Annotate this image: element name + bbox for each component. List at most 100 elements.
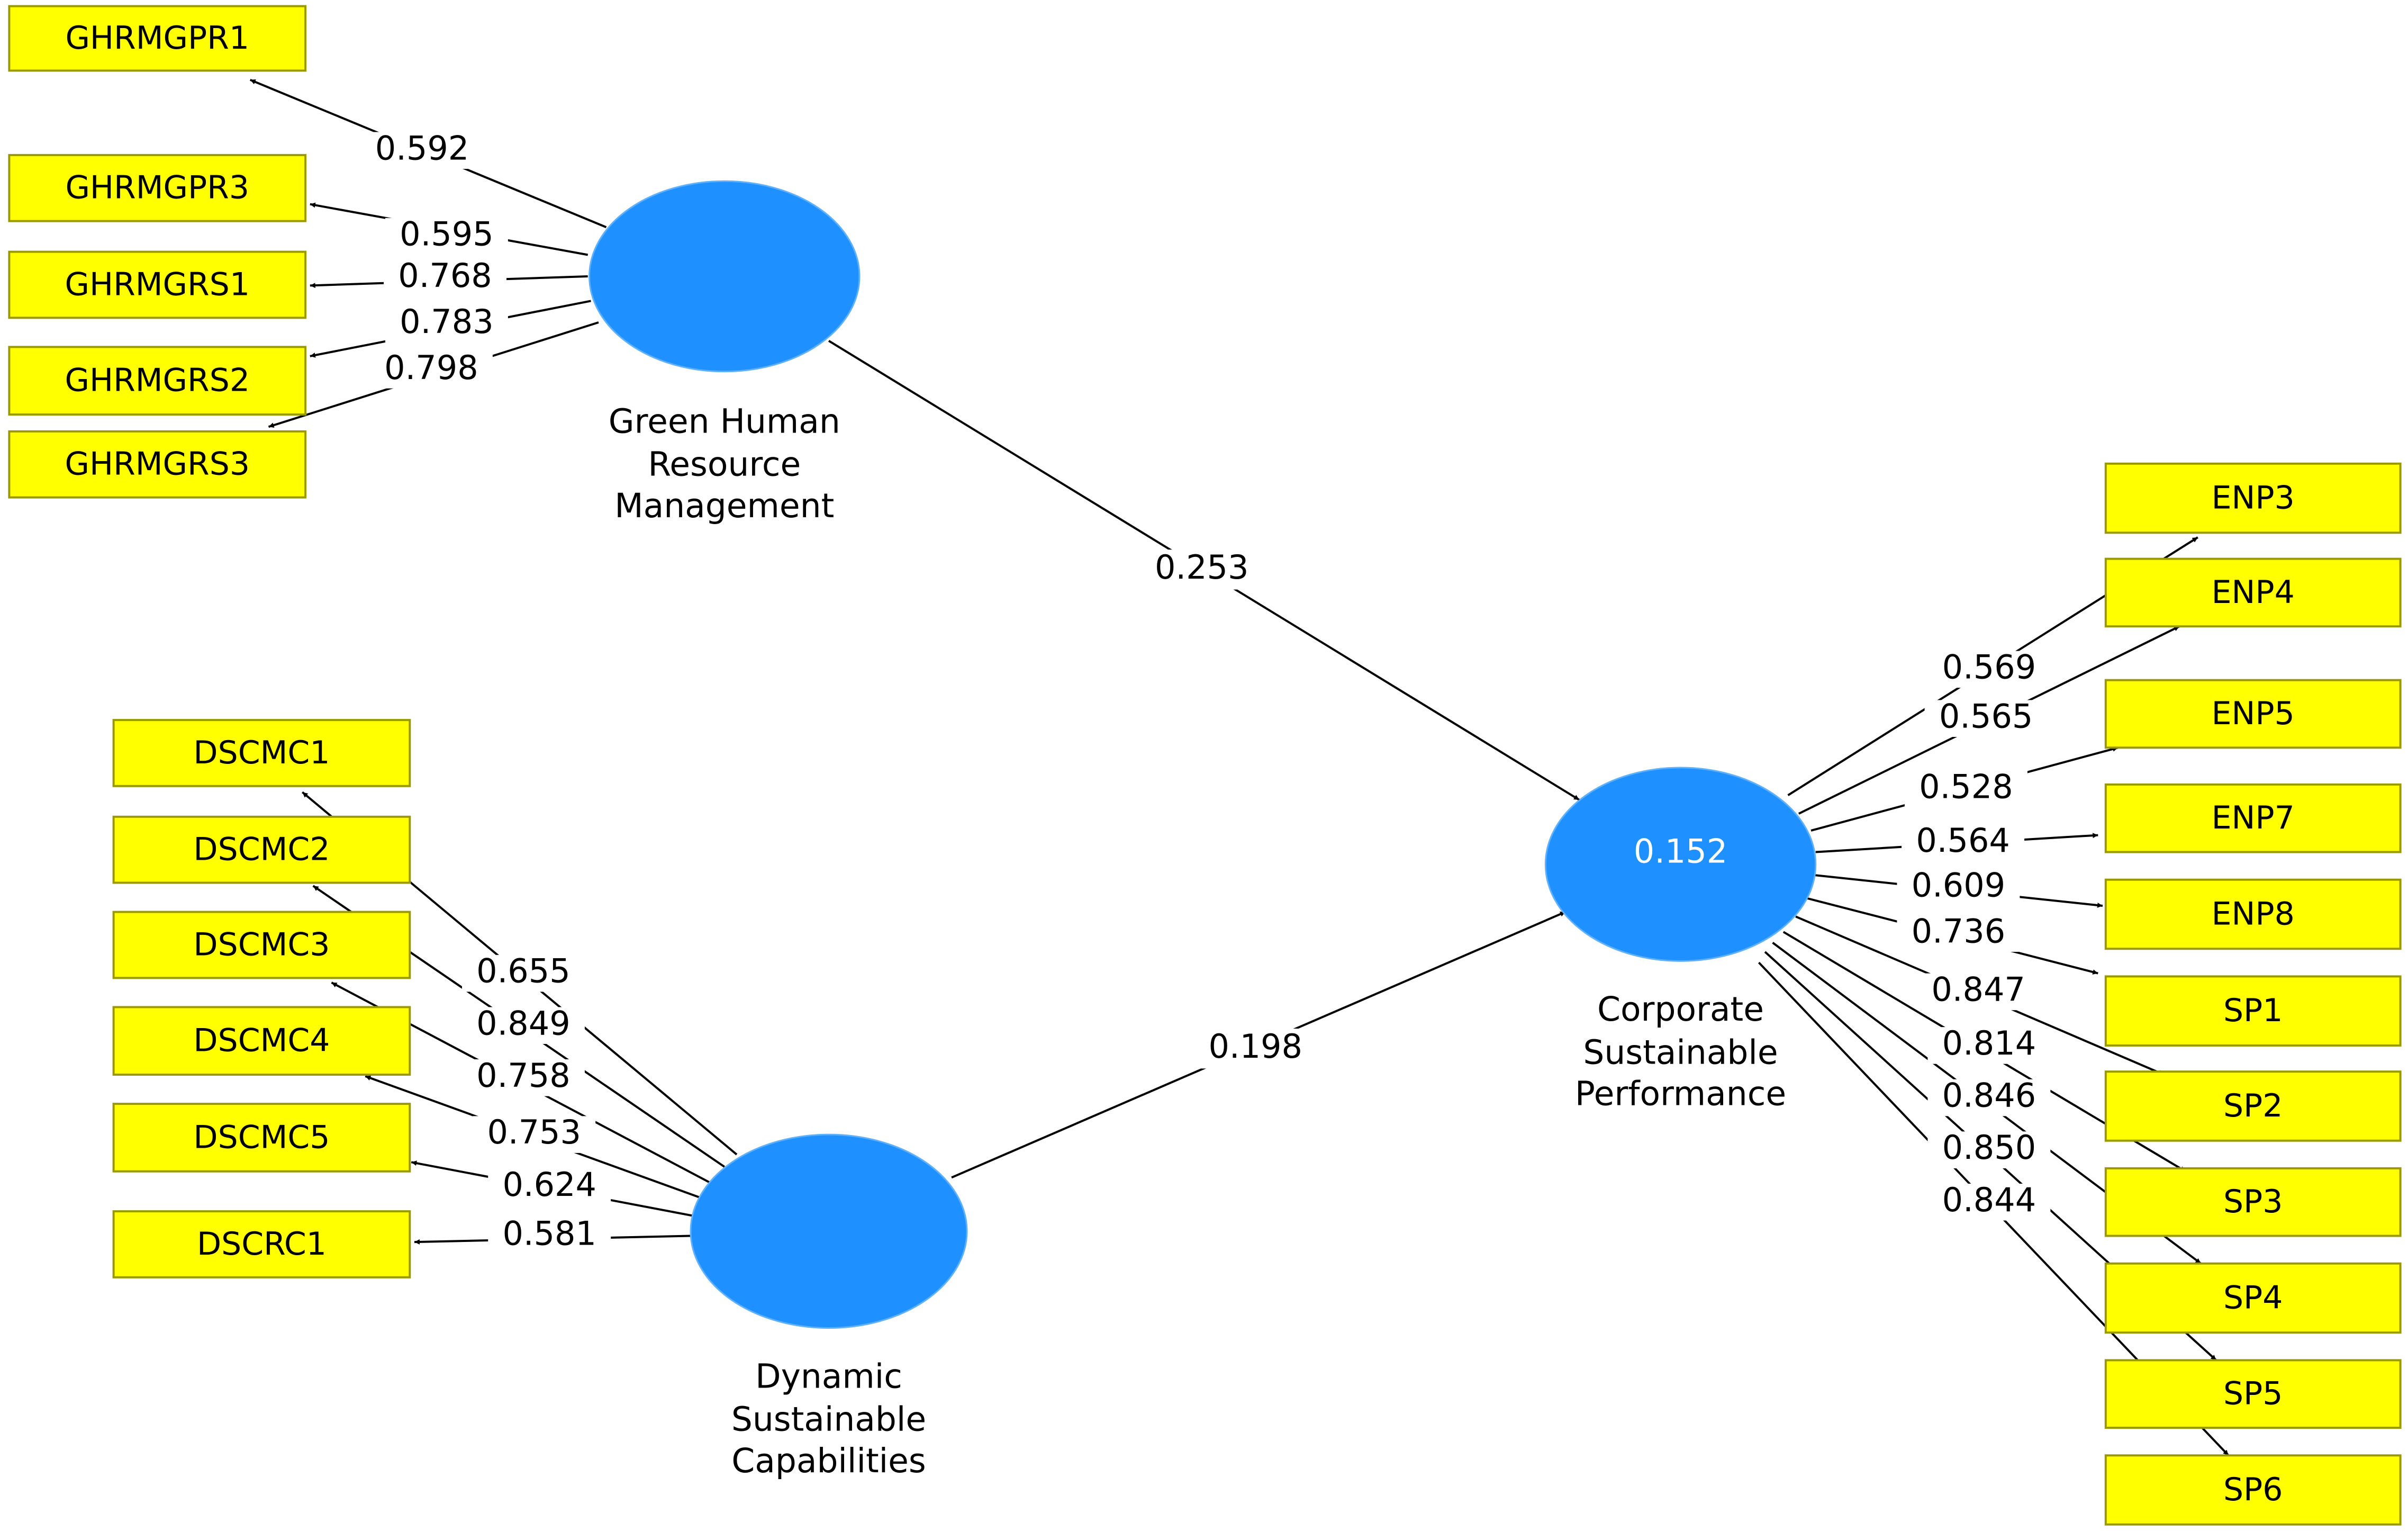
indicator-label: DSCMC1 [193,734,330,771]
nodes [8,5,2402,1526]
loading-label-bg [473,1116,596,1153]
indicator-box[interactable] [112,815,411,884]
path-coefficient: 0.198 [1208,1027,1302,1066]
indicator-box[interactable] [2104,1262,2402,1334]
loading-label-bg [1927,651,2051,688]
loading-label-bg [360,132,484,169]
outer-loading-value: 0.850 [1942,1128,2036,1167]
outer-loading-value: 0.847 [1931,970,2025,1008]
construct-label: Sustainable [1583,1033,1778,1071]
outer-loading-value: 0.565 [1939,697,2033,735]
loading-label-bg [1897,915,2020,952]
loading-label-bg [461,954,585,992]
indicator-box[interactable] [2104,975,2402,1047]
outer-loading-value: 0.758 [476,1056,571,1095]
outer-loading-value: 0.768 [398,256,492,295]
indicator-box[interactable] [2104,1070,2402,1142]
indicator-box[interactable] [8,250,307,319]
indicator-label: DSCMC3 [193,926,330,963]
indicator-label: DSCMC5 [193,1119,330,1156]
indicator-box[interactable] [8,5,307,72]
indicator-label: GHRMGRS1 [65,266,250,303]
indicator-box[interactable] [2104,1167,2402,1237]
construct-label: Green Human [609,402,840,440]
outer-loading-value: 0.609 [1912,866,2006,904]
indicator-label: GHRMGRS2 [65,362,250,399]
indicator-label: ENP8 [2212,895,2295,932]
indicator-label: SP5 [2223,1375,2283,1412]
loading-label-bg [1924,700,2048,737]
r-squared-value: 0.152 [1634,832,1728,870]
indicator-box[interactable] [2104,1359,2402,1429]
indicator-box[interactable] [8,346,307,416]
indicator-label: DSCMC2 [193,831,330,868]
outer-loading-value: 0.783 [400,302,494,341]
indicator-box[interactable] [2104,557,2402,628]
loading-label-bg [461,1007,585,1044]
indicator-box[interactable] [8,430,307,499]
outer-loading-value: 0.753 [487,1113,581,1151]
indicator-label: DSCRC1 [197,1226,327,1263]
indicator-box[interactable] [2104,1454,2402,1526]
indicator-box[interactable] [2104,679,2402,749]
indicator-label: SP4 [2223,1279,2283,1316]
loading-label-bg [1927,1183,2051,1221]
loading-label-bg [1917,973,2040,1011]
construct-label: Sustainable [731,1400,926,1438]
indicator-label: GHRMGRS3 [65,446,250,483]
indicator-box[interactable] [112,1006,411,1076]
outer-loading-value: 0.814 [1942,1024,2036,1062]
loading-label-bg [384,259,506,296]
outer-loading-value: 0.798 [384,348,478,387]
construct-dsc[interactable] [690,1133,968,1329]
indicator-box[interactable] [112,911,411,979]
loading-label-bg [1927,1079,2051,1116]
loading-label-bg [1897,869,2020,906]
outer-loading-value: 0.528 [1919,768,2013,806]
indicator-label: ENP3 [2212,480,2295,517]
outer-loading-value: 0.592 [375,129,469,167]
loading-label-bg [1927,1027,2051,1064]
indicator-label: SP1 [2223,992,2283,1029]
indicator-box[interactable] [112,719,411,787]
indicator-label: ENP4 [2212,574,2295,611]
indicator-label: SP3 [2223,1183,2283,1220]
outer-loading-value: 0.844 [1942,1181,2036,1219]
loading-label-bg [1904,770,2027,808]
indicator-label: GHRMGPR3 [65,169,249,206]
indicator-box[interactable] [2104,783,2402,853]
outer-loading-value: 0.569 [1942,647,2036,686]
indicator-label: SP6 [2223,1471,2283,1508]
outer-loading-value: 0.581 [502,1214,596,1253]
indicator-box[interactable] [2104,462,2402,534]
indicator-label: ENP7 [2212,799,2295,836]
indicator-label: DSCMC4 [193,1022,330,1059]
construct-ghrm[interactable] [589,180,861,373]
indicator-label: GHRMGPR1 [65,20,249,57]
indicator-label: ENP5 [2212,695,2295,732]
loading-label-bg [488,1168,611,1205]
outer-loading-value: 0.624 [502,1165,596,1204]
loading-label-bg [385,218,508,255]
outer-loading-value: 0.849 [476,1004,571,1042]
outer-loading-value: 0.564 [1916,821,2010,860]
loading-label-bg [369,352,493,389]
loading-label-bg [385,305,508,343]
construct-label: Dynamic [755,1357,902,1395]
indicator-label: SP2 [2223,1087,2283,1124]
indicator-box[interactable] [112,1210,411,1278]
loading-label-bg [488,1217,611,1255]
construct-label: Management [614,487,834,525]
outer-loading-value: 0.655 [476,952,571,990]
indicator-box[interactable] [2104,878,2402,950]
path-coefficient-bg [1191,1029,1320,1069]
path-coefficient-bg [1137,550,1266,590]
loading-label-bg [461,1059,585,1096]
construct-label: Corporate [1597,990,1764,1029]
indicator-box[interactable] [8,154,307,222]
loading-label-bg [1902,824,2025,861]
outer-loading-value: 0.595 [400,215,494,254]
indicator-box[interactable] [112,1103,411,1173]
construct-csp[interactable] [1544,767,1817,962]
